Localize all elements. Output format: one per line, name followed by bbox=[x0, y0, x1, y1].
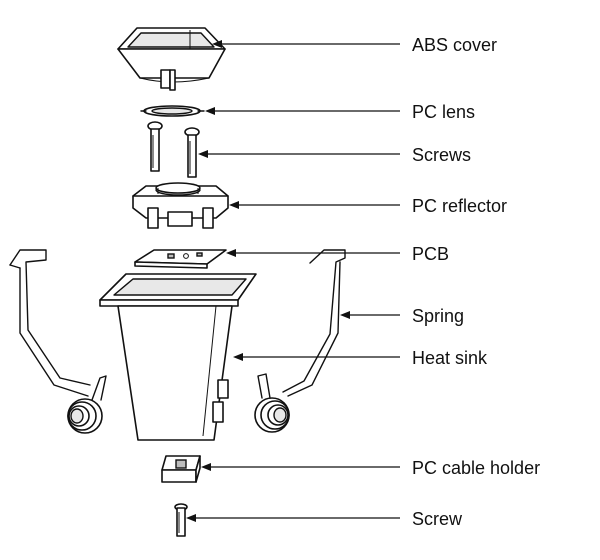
label-pc-reflector: PC reflector bbox=[412, 196, 507, 216]
leader-heat-sink bbox=[233, 353, 400, 361]
single-screw-part bbox=[174, 503, 188, 537]
pc-reflector-part bbox=[132, 182, 229, 229]
leader-pcb bbox=[226, 249, 400, 257]
leader-pc-lens bbox=[205, 107, 400, 115]
label-pc-cable-holder: PC cable holder bbox=[412, 458, 540, 478]
pc-lens-part bbox=[140, 105, 205, 117]
abs-cover-part bbox=[117, 27, 226, 91]
label-heat-sink: Heat sink bbox=[412, 348, 488, 368]
spring-left-part bbox=[9, 249, 107, 434]
label-pc-lens: PC lens bbox=[412, 102, 475, 122]
label-screws: Screws bbox=[412, 145, 471, 165]
pcb-part bbox=[134, 249, 227, 269]
leader-pc-reflector bbox=[229, 201, 400, 209]
leader-screw bbox=[186, 514, 400, 522]
leader-abs-cover bbox=[212, 40, 400, 48]
label-spring: Spring bbox=[412, 306, 464, 326]
label-pcb: PCB bbox=[412, 244, 449, 264]
label-abs-cover: ABS cover bbox=[412, 35, 497, 55]
pc-cable-holder-part bbox=[161, 455, 201, 483]
screws-part bbox=[147, 121, 200, 178]
leader-screws bbox=[198, 150, 400, 158]
label-screw: Screw bbox=[412, 509, 463, 529]
leader-pc-cable-holder bbox=[201, 463, 400, 471]
heat-sink-part bbox=[99, 273, 257, 441]
leader-spring bbox=[340, 311, 400, 319]
spring-right-part bbox=[254, 249, 346, 433]
